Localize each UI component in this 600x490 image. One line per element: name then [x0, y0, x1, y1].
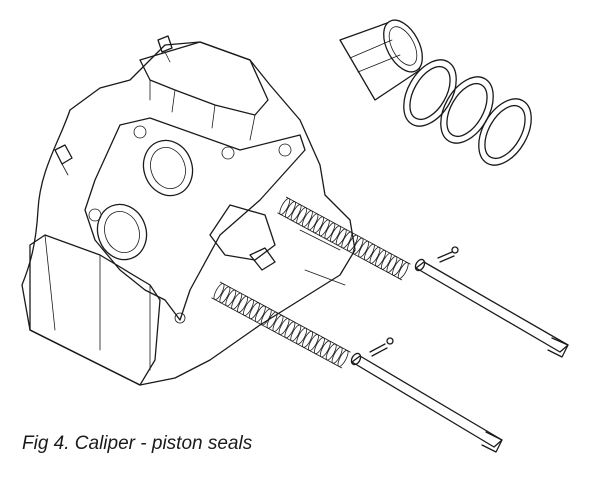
- spring-coil: [231, 292, 243, 310]
- spring-coil: [284, 321, 296, 339]
- spring-outline: [285, 196, 411, 265]
- spring-coil: [237, 295, 249, 313]
- spring-coil: [307, 213, 319, 231]
- spring-coil: [313, 337, 325, 355]
- spring-coil: [364, 243, 375, 261]
- spring-coil: [285, 201, 296, 219]
- retaining-pin-lower: [350, 352, 503, 453]
- spring-coil: [335, 228, 347, 246]
- spring-coil: [386, 255, 398, 273]
- piston: [339, 19, 423, 101]
- spring-lower: [211, 281, 351, 369]
- spring-coil: [302, 210, 313, 228]
- spring-coil: [369, 246, 381, 264]
- spring-coil: [325, 343, 337, 361]
- spring-coil: [313, 216, 324, 234]
- split-pin-upper: [437, 246, 459, 263]
- spring-coil: [358, 240, 370, 258]
- spring-coil: [308, 334, 319, 351]
- spring-coil: [219, 286, 231, 304]
- spring-coil: [279, 198, 291, 215]
- spring-outline: [211, 297, 343, 369]
- spring-coil: [330, 225, 341, 243]
- spring-coil: [337, 349, 349, 367]
- spring-coil: [318, 219, 330, 237]
- spring-coil: [225, 289, 237, 307]
- spring-coil: [331, 346, 343, 364]
- seal-ring-2: [440, 76, 494, 144]
- seal-ring-1: [403, 59, 457, 127]
- spring-coil: [319, 340, 331, 358]
- spring-coil: [296, 207, 308, 225]
- spring-coil: [290, 204, 302, 222]
- spring-coil: [260, 308, 272, 326]
- spring-coil: [254, 305, 266, 323]
- split-pin-lower: [369, 337, 394, 357]
- retaining-pin-upper: [414, 258, 569, 358]
- spring-coil: [324, 222, 336, 240]
- spring-coil: [380, 252, 392, 270]
- spring-coil: [290, 324, 302, 342]
- spring-coil: [375, 249, 386, 267]
- spring-coil: [397, 262, 409, 279]
- spring-coil: [296, 327, 308, 345]
- spring-coil: [341, 231, 353, 249]
- spring-coil: [392, 258, 403, 276]
- spring-coil: [213, 283, 225, 301]
- spring-outline: [219, 281, 351, 353]
- spring-coil: [302, 330, 314, 348]
- seal-ring-3: [478, 98, 532, 166]
- caliper-body: [21, 35, 356, 386]
- spring-coil: [243, 299, 254, 316]
- spring-outline: [277, 212, 403, 281]
- figure-caption: Fig 4. Caliper - piston seals: [22, 433, 253, 454]
- spring-coil: [248, 302, 260, 320]
- spring-upper: [277, 196, 411, 281]
